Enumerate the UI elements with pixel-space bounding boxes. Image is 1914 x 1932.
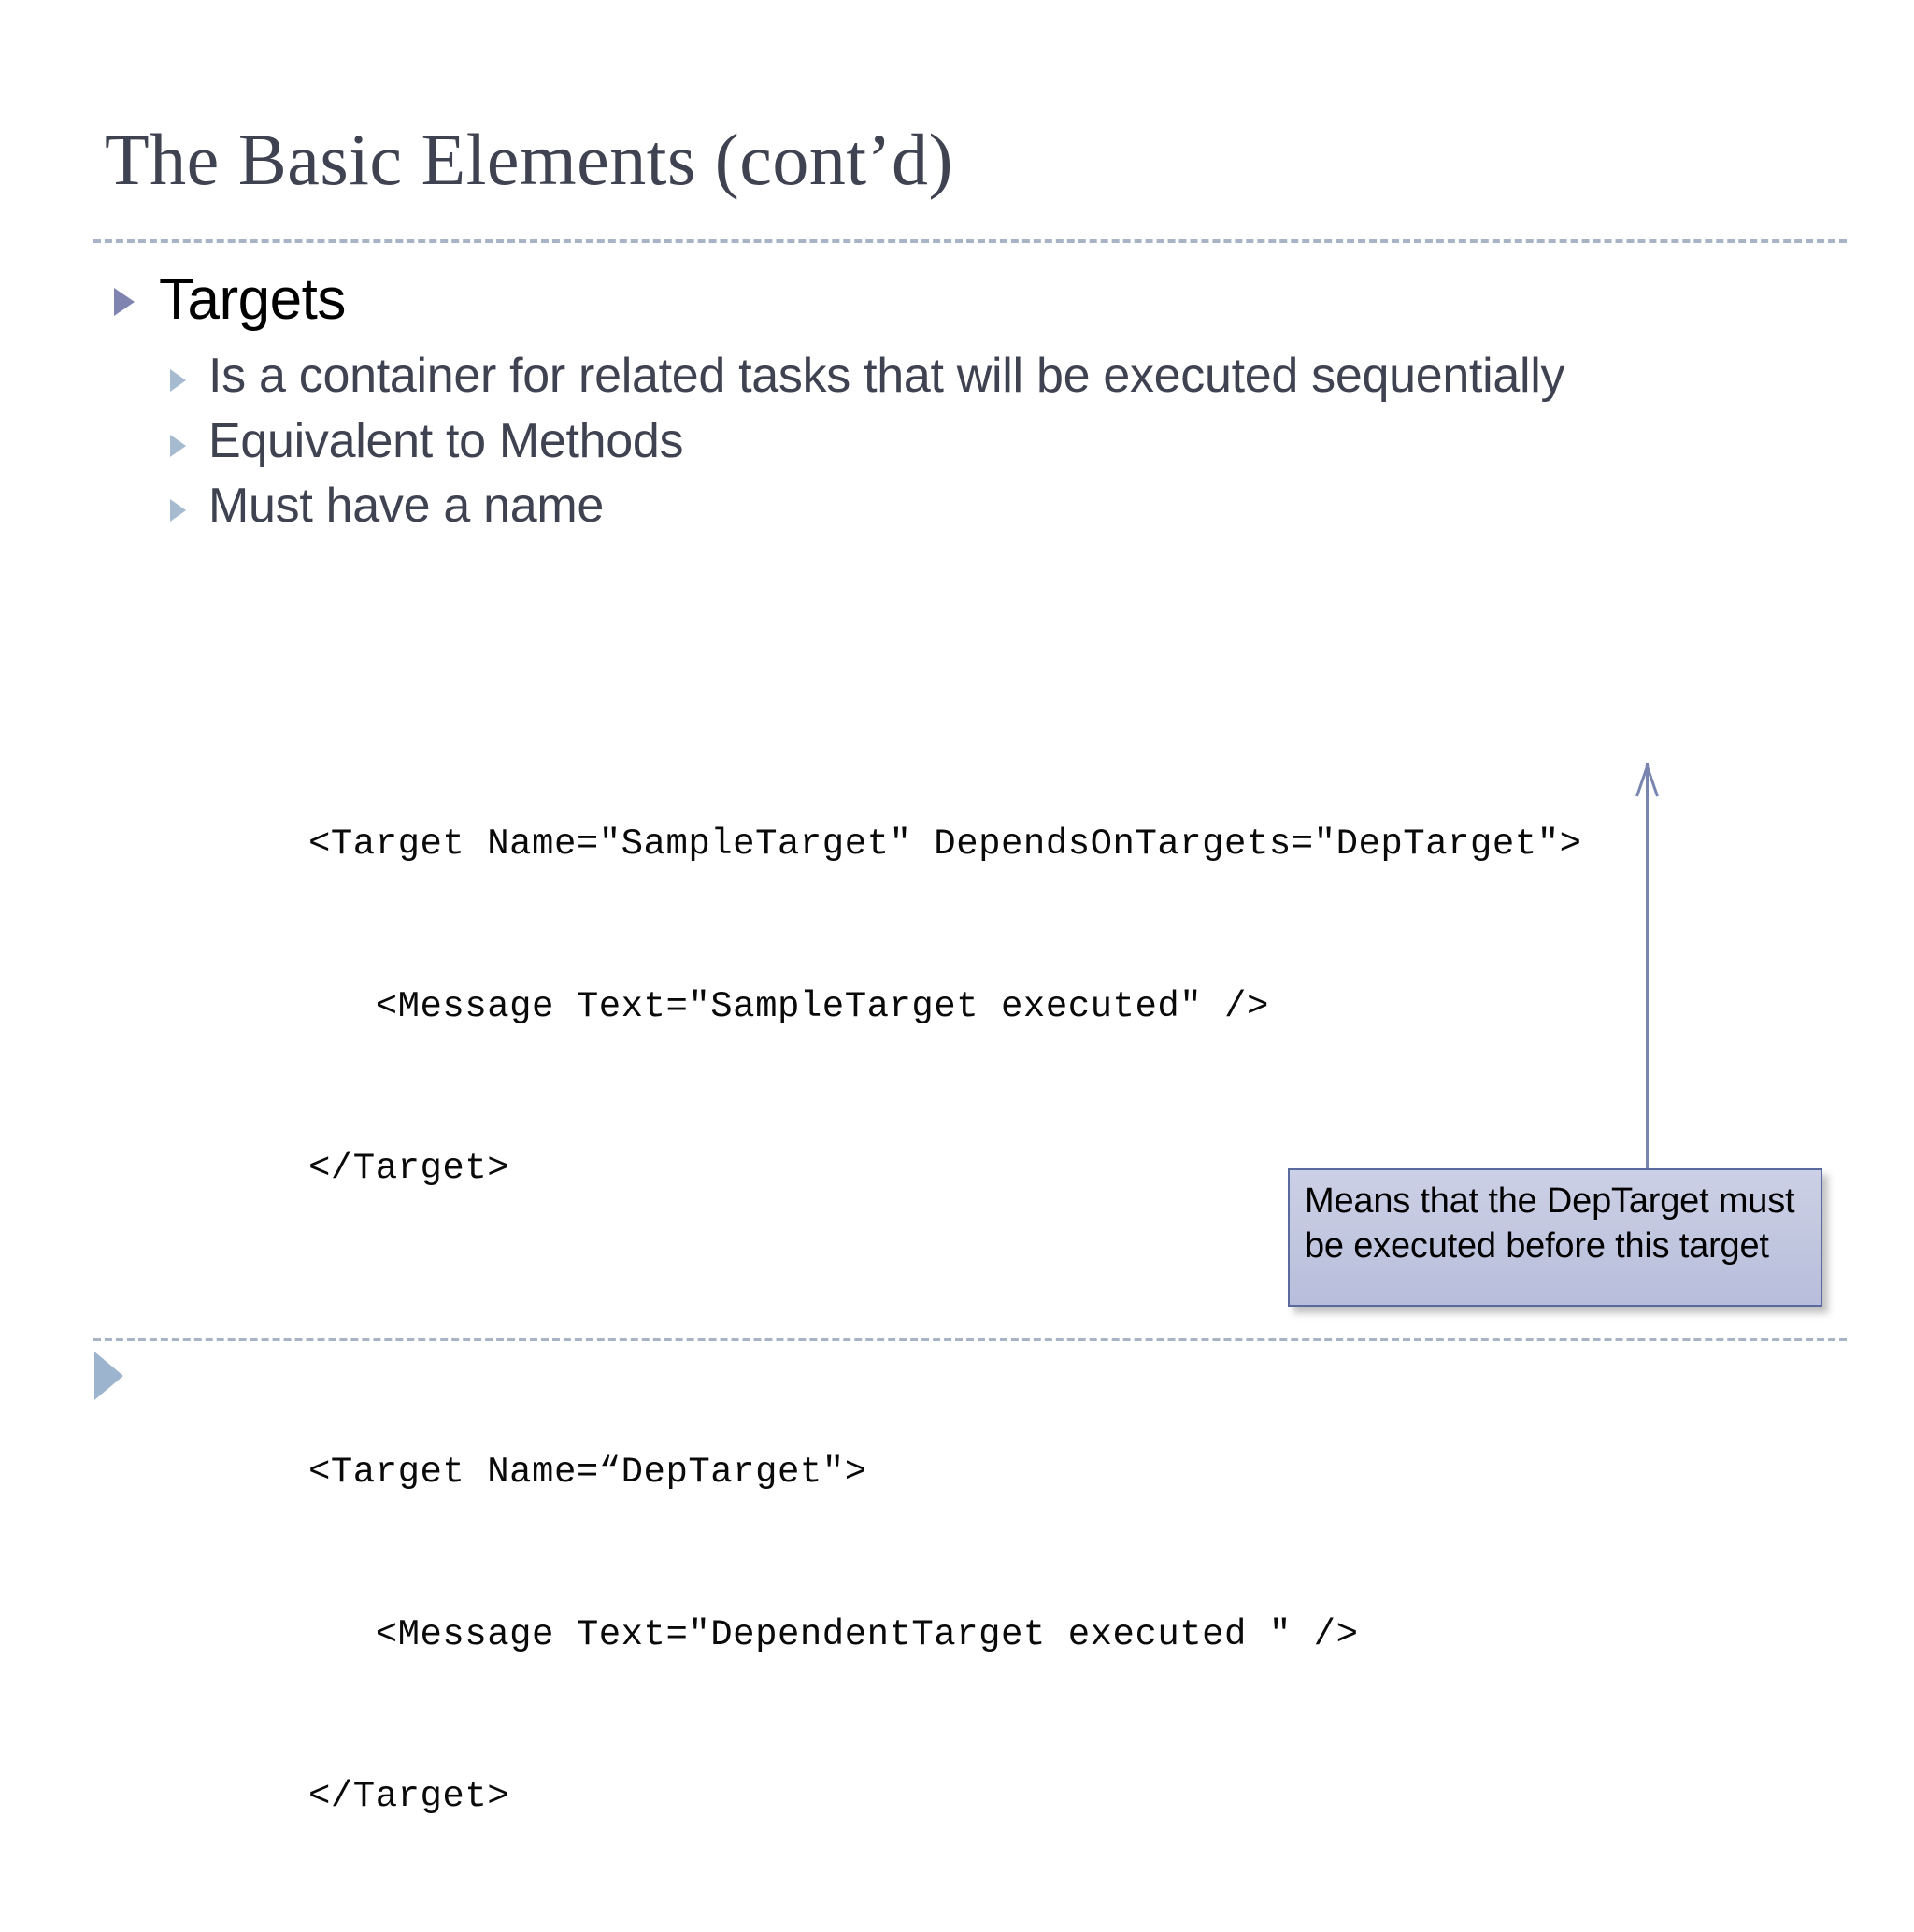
- code-line: <Target Name=“DepTarget">: [308, 1452, 867, 1494]
- triangle-bullet-icon: [170, 498, 186, 522]
- bullet-level2-list: Is a container for related tasks that wi…: [170, 349, 1914, 534]
- code-line: </Target>: [308, 1147, 510, 1189]
- footer-divider: [93, 1338, 1847, 1341]
- code-line: <Message Text="DependentTarget executed …: [308, 1613, 1359, 1655]
- bullet-level2-label: Equivalent to Methods: [208, 413, 684, 468]
- triangle-bullet-icon: [114, 288, 135, 316]
- code-line: <Target Name="SampleTarget" DependsOnTar…: [308, 823, 1582, 866]
- bullet-level1-targets: Targets: [114, 267, 1914, 332]
- footer-triangle-icon: [94, 1352, 123, 1400]
- title-divider-top: [93, 239, 1847, 243]
- list-item: Equivalent to Methods: [170, 414, 1914, 469]
- code-line: <Message Text="SampleTarget executed" />: [308, 985, 1269, 1027]
- slide: The Basic Elements (cont’d) Targets Is a…: [0, 0, 1914, 1436]
- bullet-level1-label: Targets: [159, 267, 346, 332]
- callout-box: Means that the DepTarget must be execute…: [1288, 1168, 1822, 1307]
- code-block: <Target Name="SampleTarget" DependsOnTar…: [308, 710, 1582, 1932]
- list-item: Must have a name: [170, 479, 1914, 534]
- bullet-level2-label: Must have a name: [208, 478, 604, 533]
- triangle-bullet-icon: [170, 434, 186, 457]
- page-title: The Basic Elements (cont’d): [105, 119, 954, 200]
- slide-body: Targets Is a container for related tasks…: [0, 267, 1914, 543]
- list-item: Is a container for related tasks that wi…: [170, 349, 1914, 404]
- bullet-level2-label: Is a container for related tasks that wi…: [208, 349, 1565, 404]
- triangle-bullet-icon: [170, 369, 186, 393]
- callout-arrow-icon: [1646, 763, 1649, 1168]
- callout-text: Means that the DepTarget must be execute…: [1305, 1181, 1795, 1266]
- code-line: </Target>: [308, 1775, 510, 1817]
- code-line-blank: [308, 1304, 1582, 1338]
